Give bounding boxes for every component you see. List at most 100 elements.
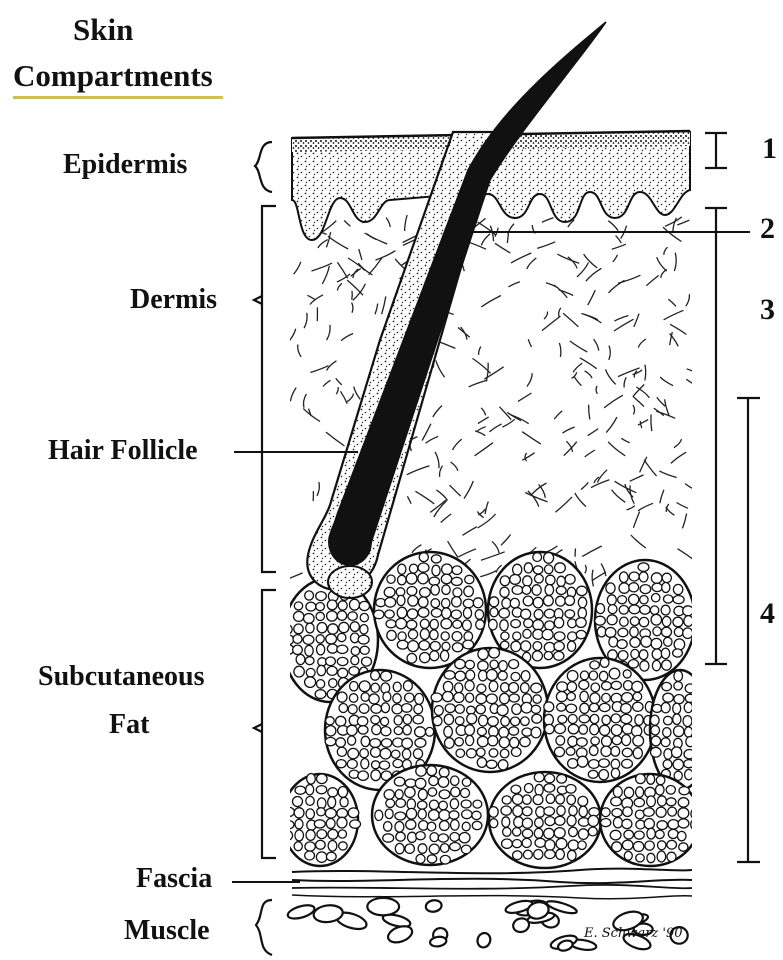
dermis-fibre <box>375 304 378 315</box>
dermis-fibre <box>522 453 534 461</box>
fat-cell <box>556 736 565 745</box>
fat-cell <box>305 851 315 860</box>
fat-cell <box>327 600 337 610</box>
fat-cell <box>611 681 621 689</box>
fat-cell <box>554 642 564 651</box>
fat-cell <box>662 682 672 690</box>
fat-cell <box>316 592 327 601</box>
muscle-bundle <box>386 923 414 945</box>
fat-cell <box>580 671 588 680</box>
fat-cell <box>544 642 555 652</box>
fat-cell <box>683 606 694 616</box>
dermis-fibre <box>337 262 347 278</box>
fat-cell <box>293 635 302 644</box>
fat-cell <box>607 595 616 605</box>
dermis-fibre <box>507 234 508 243</box>
fat-cell <box>557 775 567 784</box>
fat-cell <box>397 607 407 618</box>
fat-cell <box>294 842 302 851</box>
fat-cell <box>429 800 438 809</box>
dermis-fibre <box>630 475 644 481</box>
fat-cell <box>408 596 418 607</box>
fat-cell <box>500 693 510 703</box>
fat-cell <box>679 787 689 795</box>
dermis-fibre <box>614 316 628 322</box>
fat-cell <box>640 596 648 604</box>
fat-cell <box>450 843 461 851</box>
fat-cell <box>305 645 313 656</box>
dermis-fibre <box>326 432 345 446</box>
dermis-fibre <box>352 291 353 300</box>
fat-cell <box>673 703 681 714</box>
dermis-fibre <box>666 507 675 516</box>
dermis-fibre <box>677 220 689 225</box>
fat-cell <box>441 619 452 629</box>
fat-lobule <box>489 772 601 868</box>
fat-cell <box>647 828 655 839</box>
dermis-fibre <box>510 414 529 423</box>
fat-cell <box>395 843 404 853</box>
dermis-fibre <box>612 490 626 503</box>
fat-cell <box>634 831 644 839</box>
dermis-fibre <box>347 280 363 295</box>
fat-cell <box>394 777 405 786</box>
fat-cell <box>545 565 553 574</box>
dermis-fibre <box>481 234 490 246</box>
fat-cell <box>371 747 381 757</box>
fat-cell <box>523 850 532 859</box>
fat-cell <box>441 632 449 640</box>
dermis-fibre <box>614 319 634 331</box>
fat-cell <box>567 795 576 805</box>
fat-lobule <box>600 774 700 866</box>
dermis-fibre <box>633 405 635 415</box>
fat-cell <box>544 609 554 618</box>
dermis-fibre <box>636 387 649 398</box>
fat-cell <box>578 841 586 850</box>
fat-cell <box>611 746 620 756</box>
dermis-fibre <box>563 313 578 327</box>
fat-cell <box>636 774 646 784</box>
fat-cell <box>691 809 700 820</box>
compartment-1-label: 1 <box>762 133 777 165</box>
fat-cell <box>578 829 588 840</box>
dermis-fibre <box>382 296 386 314</box>
fat-cell <box>451 776 459 785</box>
fat-cell <box>618 628 628 637</box>
fat-cell <box>568 724 578 734</box>
fat-cell <box>555 724 566 734</box>
fat-cell <box>576 630 586 638</box>
dermis-fibre <box>290 388 296 402</box>
fat-cell <box>668 829 678 838</box>
fat-cell <box>419 821 428 831</box>
dermis-fibre <box>646 275 658 285</box>
dermis-fibre <box>328 236 348 249</box>
fat-cell <box>522 838 531 847</box>
fat-cell <box>565 596 575 606</box>
fat-cell <box>306 668 315 677</box>
fat-cell <box>600 658 609 668</box>
fat-cell <box>431 599 440 608</box>
fat-cell <box>416 832 425 840</box>
fat-cell <box>545 621 555 630</box>
dermis-fibre <box>322 266 329 284</box>
fat-cell <box>545 774 555 783</box>
dermis-fibre <box>621 438 629 443</box>
fat-cell <box>501 683 509 692</box>
fat-cell <box>590 693 600 704</box>
fat-cell <box>360 749 369 758</box>
fat-cell <box>430 630 438 640</box>
fat-cell <box>557 806 565 816</box>
fat-cell <box>657 851 666 862</box>
fat-cell <box>466 670 475 680</box>
fat-cell <box>629 572 639 581</box>
fat-cell <box>679 843 688 851</box>
fat-cell <box>555 563 566 573</box>
fat-cell <box>513 828 521 836</box>
fat-cell <box>416 854 425 863</box>
dermis-fibre <box>634 314 639 327</box>
fat-cell <box>316 635 324 643</box>
fat-cell <box>600 725 610 735</box>
fat-cell <box>513 806 523 817</box>
fat-cell <box>684 760 694 768</box>
dermis-fibre <box>492 541 499 553</box>
